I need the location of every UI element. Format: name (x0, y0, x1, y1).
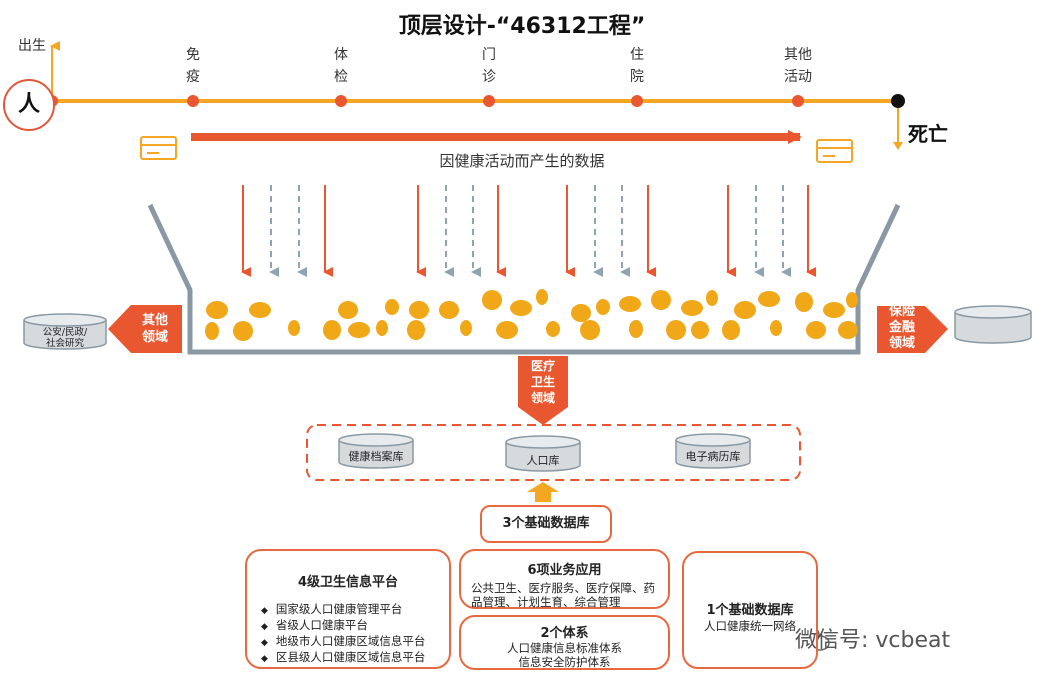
stage-checkup: 体 检 (334, 47, 348, 85)
up-arrow (527, 482, 559, 502)
bottom-domain-arrow (518, 356, 568, 425)
card-icon (140, 136, 177, 160)
base-db-title: 3个基础数据库 (502, 516, 590, 531)
right-domain-label: 保险 金融 领域 (888, 304, 915, 351)
systems-box: 2个体系 人口健康信息标准体系 信息安全防护体系 (459, 615, 670, 670)
systems-title: 2个体系 (540, 626, 589, 641)
timeline-dot-hospital (631, 95, 643, 107)
platform-item: 区县级人口健康区域信息平台 (261, 650, 449, 666)
data-particles (205, 289, 858, 341)
population-db-icon (505, 435, 581, 472)
timeline-dot-immunization (187, 95, 199, 107)
birth-label: 出生 (18, 38, 46, 54)
population-db-label: 人口库 (526, 454, 560, 467)
emr-db-label: 电子病历库 (685, 450, 741, 463)
platform-box: 4级卫生信息平台 国家级人口健康管理平台 省级人口健康平台 地级市人口健康区域信… (245, 549, 451, 669)
bottom-domain-label: 医疗 卫生 领域 (530, 359, 555, 405)
death-label: 死亡 (908, 122, 948, 146)
left-db-label: 公安/民政/ 社会研究 (42, 327, 88, 349)
watermark: 微信号: vcbeat (795, 628, 951, 653)
left-domain-arrow (108, 305, 182, 353)
data-down-arrows (241, 185, 816, 277)
right-database-icon (954, 305, 1032, 344)
right-domain-arrow (877, 306, 948, 353)
person-label: 人 (17, 92, 40, 117)
health-record-db-label: 健康档案库 (348, 450, 404, 463)
platform-list: 国家级人口健康管理平台 省级人口健康平台 地级市人口健康区域信息平台 区县级人口… (261, 602, 449, 666)
base-db-box: 3个基础数据库 (480, 505, 612, 543)
timeline-dot-checkup (335, 95, 347, 107)
stage-immunization: 免 疫 (186, 47, 200, 85)
platform-item: 省级人口健康平台 (261, 618, 449, 634)
data-flow-label: 因健康活动而产生的数据 (439, 152, 605, 170)
card-icon (816, 139, 853, 163)
apps-text: 公共卫生、医疗服务、医疗保障、药品管理、计划生育、综合管理 (471, 581, 655, 609)
emr-db-icon (675, 433, 751, 469)
apps-title: 6项业务应用 (527, 563, 602, 578)
page-title: 顶层设计-“46312工程” (398, 14, 646, 39)
left-database-icon (23, 313, 107, 350)
stage-outpatient: 门 诊 (482, 47, 496, 85)
platform-item: 国家级人口健康管理平台 (261, 602, 449, 618)
network-text: 人口健康统一网络 (704, 619, 796, 633)
platform-item: 地级市人口健康区域信息平台 (261, 634, 449, 650)
systems-line: 信息安全防护体系 (518, 655, 611, 669)
systems-line: 人口健康信息标准体系 (507, 641, 622, 655)
apps-box: 6项业务应用 公共卫生、医疗服务、医疗保障、药品管理、计划生育、综合管理 (459, 549, 670, 609)
platform-title: 4级卫生信息平台 (297, 575, 399, 590)
timeline-dot-outpatient (483, 95, 495, 107)
timeline-dot-other (792, 95, 804, 107)
stage-hospitalization: 住 院 (630, 47, 644, 85)
person-circle: 人 (3, 79, 55, 131)
left-domain-label: 其他 领域 (141, 313, 168, 345)
data-pool-container (147, 203, 901, 355)
network-box: 1个基础数据库 人口健康统一网络 (682, 551, 818, 669)
network-title: 1个基础数据库 (706, 603, 794, 618)
stage-other-activities: 其他 活动 (784, 47, 812, 85)
timeline-dot-death (891, 94, 905, 108)
health-record-db-icon (338, 433, 414, 469)
